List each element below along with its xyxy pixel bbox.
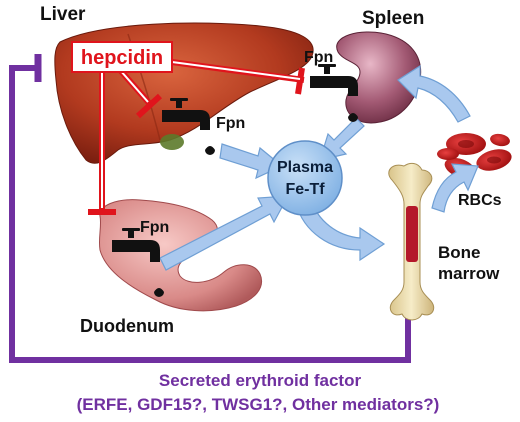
iron-flow-arrows xyxy=(159,64,479,271)
liver-fpn-faucet-icon xyxy=(162,98,215,155)
duodenum-fpn-label: Fpn xyxy=(140,219,169,236)
spleen-fpn-inhibition-bar-icon xyxy=(295,67,305,95)
erythroid-factor-title: Secreted erythroid factor xyxy=(159,371,362,390)
red-marrow xyxy=(406,206,418,262)
liver-fpn-inhibition-bar-icon xyxy=(135,93,163,119)
rbcs-label: RBCs xyxy=(458,192,502,209)
duodenum-to-plasma-arrow xyxy=(159,195,290,271)
duodenum-fpn-faucet-icon xyxy=(112,228,164,297)
liver-iron-drop-icon xyxy=(205,146,215,155)
hepcidin-box xyxy=(71,41,173,73)
rbc-cluster xyxy=(437,133,512,179)
plasma-to-marrow-arrow xyxy=(295,197,386,262)
marrow-to-rbc-arrow xyxy=(431,163,479,213)
erythroid-mediators-list: (ERFE, GDF15?, TWSG1?, Other mediators?) xyxy=(77,395,440,414)
spleen-label: Spleen xyxy=(362,8,424,29)
spleen-fpn-label: Fpn xyxy=(304,49,333,66)
liver-label: Liver xyxy=(40,4,86,25)
plasma-label: Plasma xyxy=(277,159,333,176)
bone-marrow-organ xyxy=(388,162,435,321)
duodenum-label: Duodenum xyxy=(80,316,174,336)
spleen-fpn-faucet-icon xyxy=(310,64,358,122)
erythroid-feedback-loop xyxy=(9,54,411,363)
duodenum-iron-drop-icon xyxy=(154,288,164,297)
spleen-organ xyxy=(336,31,422,124)
spleen-iron-drop-icon xyxy=(348,113,358,122)
feedback-line xyxy=(9,65,411,363)
bone-label: Bone xyxy=(438,243,481,262)
rbc-to-spleen-arrow xyxy=(397,64,471,123)
fe-tf-label: Fe-Tf xyxy=(285,181,325,198)
liver-fpn-label: Fpn xyxy=(216,115,245,132)
marrow-label: marrow xyxy=(438,264,500,283)
plasma-fe-tf-node xyxy=(267,140,343,216)
hepcidin-label: hepcidin xyxy=(81,47,163,69)
